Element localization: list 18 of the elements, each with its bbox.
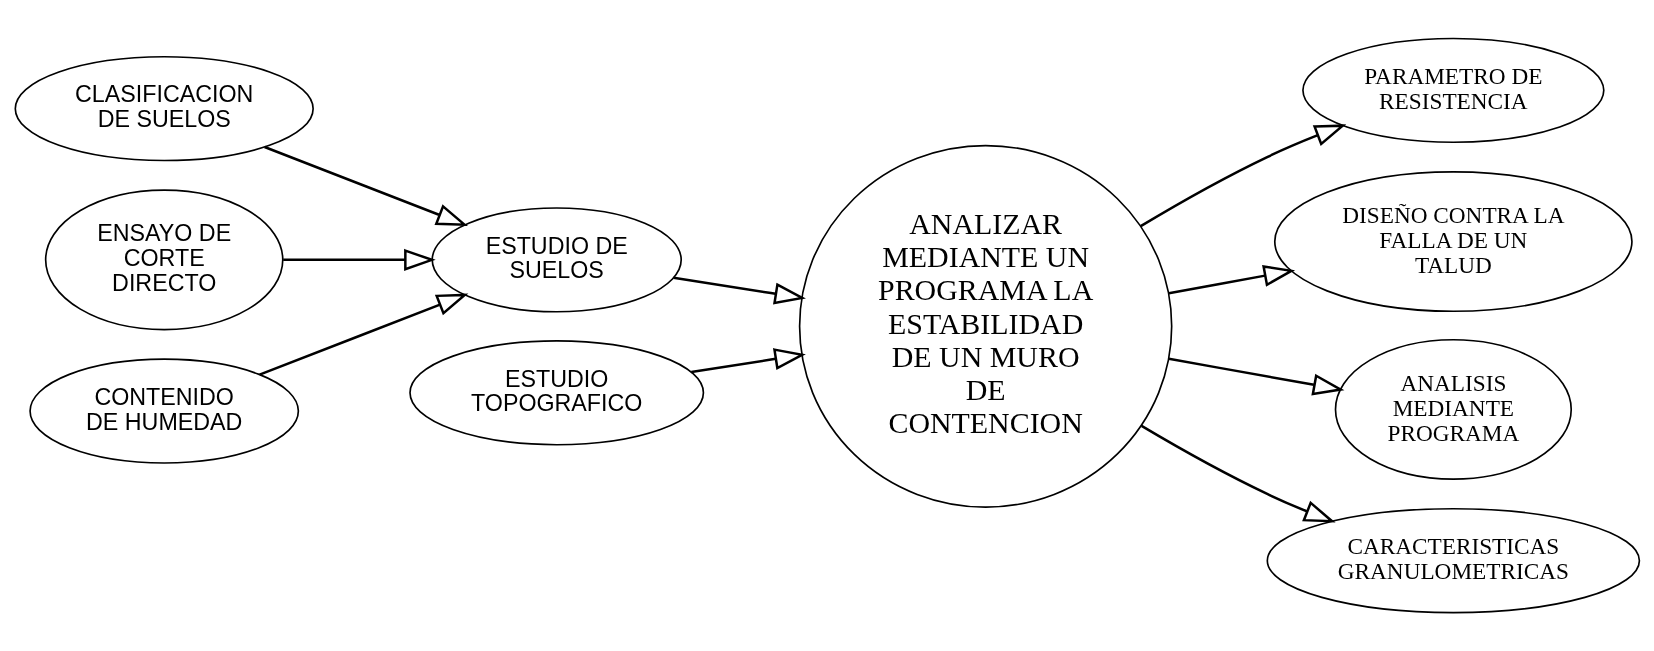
arrow xyxy=(1168,357,1345,396)
arrow xyxy=(1140,424,1336,523)
arrow xyxy=(259,293,469,376)
node-ellipse: ESTUDIO TOPOGRAFICO xyxy=(409,340,705,446)
node-ellipse: ANALISIS MEDIANTE PROGRAMA xyxy=(1334,338,1573,480)
node-circle: ANALIZAR MEDIANTE UN PROGRAMA LA ESTABILIDAD DE UN MURO DE CONTENCION xyxy=(798,144,1173,508)
arrow xyxy=(673,276,806,305)
node-ellipse: CLASIFICACION DE SUELOS xyxy=(14,55,314,162)
node-ellipse: DISEÑO CONTRA LA FALLA DE UN TALUD xyxy=(1273,171,1633,313)
arrow xyxy=(1168,264,1296,295)
node-ellipse: ENSAYO DE CORTE DIRECTO xyxy=(44,189,284,331)
arrow xyxy=(1140,124,1347,228)
arrow xyxy=(264,145,468,226)
node-ellipse: ESTUDIO DE SUELOS xyxy=(431,207,683,313)
node-ellipse: CONTENIDO DE HUMEDAD xyxy=(29,358,300,464)
arrow xyxy=(691,348,806,374)
node-ellipse: CARACTERISTICAS GRANULOMETRICAS xyxy=(1266,507,1641,614)
arrow xyxy=(283,248,436,271)
